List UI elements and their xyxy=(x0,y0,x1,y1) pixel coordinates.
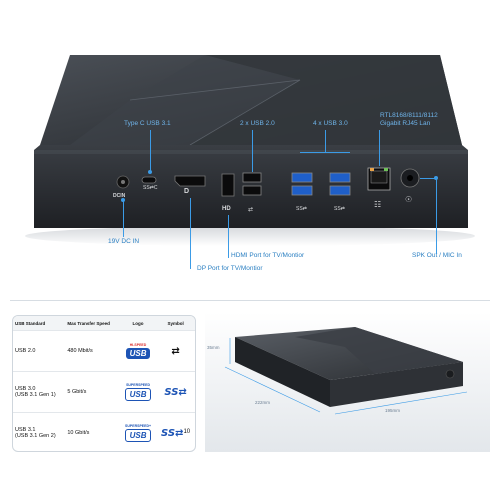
hdmi-callout: HDMI Port for TV/Montior xyxy=(231,252,305,259)
usb3-panel-label-1: SS⇄ xyxy=(296,206,307,212)
table-row: USB 2.0 480 Mbit/s HI-SPEED USB ⇄ xyxy=(13,330,195,372)
dimensions-panel: 35mm 222mm 195mm xyxy=(205,312,490,452)
usb30-callout: 4 x USB 3.0 xyxy=(313,120,348,127)
dcin-callout: 19V DC IN xyxy=(108,238,140,245)
typec-leader xyxy=(150,130,151,172)
spk-leader-h xyxy=(420,178,436,179)
usb30-leader-h xyxy=(300,152,350,153)
usb-logo-superspeed-plus: SUPERSPEED+ USB xyxy=(119,412,157,451)
usb3-panel-label-2: SS⇄ xyxy=(334,206,345,212)
table-row: USB 3.0 (USB 3.1 Gen 1) 5 Gbit/s SUPERSP… xyxy=(13,371,195,413)
usb20-leader xyxy=(252,130,253,172)
usb-symbol-icon: ⇄ xyxy=(248,207,254,213)
dcin-dot xyxy=(121,198,125,202)
table-header-row: USB Standard Max Transfer Speed Logo Sym… xyxy=(13,316,195,331)
typec-panel-label: SS⇄C xyxy=(143,185,158,191)
depth-dimension: 222mm xyxy=(255,400,271,405)
usb-logo-superspeed: SUPERSPEED USB xyxy=(119,371,157,413)
symbol-text: SS⇄ xyxy=(164,386,187,398)
dp-leader xyxy=(190,198,191,269)
header-max-speed: Max Transfer Speed xyxy=(65,316,120,331)
logo-caption: SUPERSPEED xyxy=(126,383,150,387)
dp-icon: D xyxy=(184,188,190,195)
usb-standards-table: USB Standard Max Transfer Speed Logo Sym… xyxy=(12,315,196,452)
usb-logo-hispeed: HI-SPEED USB xyxy=(119,330,157,372)
logo-caption: SUPERSPEED+ xyxy=(125,424,152,428)
hdmi-leader xyxy=(228,215,229,258)
headset-icon: ☉ xyxy=(405,195,413,204)
spk-callout: SPK Out / MIC In xyxy=(412,252,462,259)
row-standard: USB 3.0 (USB 3.1 Gen 1) xyxy=(13,371,66,413)
symbol-text: ⇄ xyxy=(171,345,180,357)
row-speed: 10 Gbit/s xyxy=(65,412,120,451)
lan-icon: ☷ xyxy=(374,200,382,209)
logo-text: USB xyxy=(124,429,152,442)
row-standard: USB 3.1 (USB 3.1 Gen 2) xyxy=(13,412,66,451)
typec-callout: Type C USB 3.1 xyxy=(124,120,171,127)
lan-callout-line2: Gigabit RJ45 Lan xyxy=(380,120,431,127)
usb30-leader-v xyxy=(325,130,326,152)
row-speed: 5 Gbit/s xyxy=(65,371,120,413)
header-symbol: Symbol xyxy=(156,316,195,331)
dcin-panel-label: DCIN xyxy=(113,193,126,199)
ss-symbol-icon: SS⇄ xyxy=(156,371,195,413)
table-row: USB 3.1 (USB 3.1 Gen 2) 10 Gbit/s SUPERS… xyxy=(13,412,195,451)
symbol-text: SS⇄ xyxy=(161,427,184,439)
spk-leader-v xyxy=(436,178,437,254)
width-dimension: 195mm xyxy=(385,408,401,413)
usb20-callout: 2 x USB 2.0 xyxy=(240,120,275,127)
row-standard: USB 2.0 xyxy=(13,330,66,372)
logo-caption: HI-SPEED xyxy=(129,343,147,347)
dp-callout: DP Port for TV/Montior xyxy=(197,265,263,272)
typec-dot xyxy=(148,170,152,174)
lan-callout-line1: RTL8168/8111/8112 xyxy=(380,112,438,119)
logo-text: USB xyxy=(124,388,152,401)
height-dimension: 35mm xyxy=(207,345,220,350)
usb-symbol-icon: ⇄ xyxy=(156,330,195,372)
section-divider xyxy=(10,300,490,301)
row-speed: 480 Mbit/s xyxy=(65,330,120,372)
mini-pc-rear-illustration xyxy=(25,55,475,246)
dcin-leader xyxy=(123,201,124,237)
mini-pc-iso-illustration xyxy=(205,312,490,452)
hdmi-panel-label: HD xyxy=(222,206,231,212)
ss10-symbol-icon: SS⇄10 xyxy=(156,412,195,451)
logo-text: USB xyxy=(125,348,151,359)
header-logo: Logo xyxy=(119,316,157,331)
header-usb-standard: USB Standard xyxy=(13,316,66,331)
symbol-sup: 10 xyxy=(183,428,191,435)
lan-leader xyxy=(379,130,380,166)
spk-dot xyxy=(434,176,438,180)
rear-view-photo: DCIN SS⇄C D HD ⇄ SS⇄ SS⇄ ☷ ☉ Type C USB … xyxy=(25,55,475,272)
